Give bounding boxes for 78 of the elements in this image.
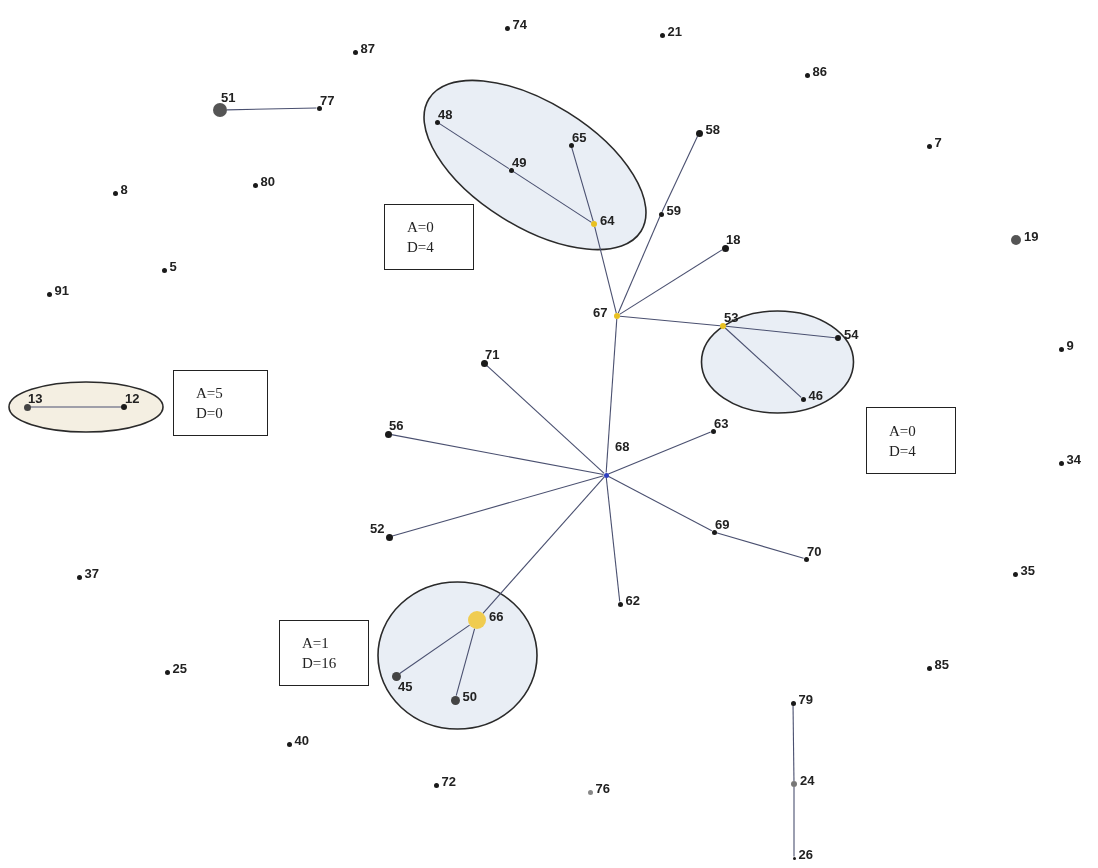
vertex-label: 51 — [221, 90, 236, 105]
vertex-label: 13 — [28, 390, 43, 406]
vertex-label: 18 — [726, 231, 741, 247]
vertex-label: 53 — [724, 310, 739, 325]
annotation-box: A=5 D=0 — [173, 370, 268, 436]
connector-line — [607, 475, 713, 532]
vertex-label: 26 — [798, 847, 813, 862]
annotation-box: A=0 D=4 — [866, 407, 956, 474]
connector-line — [455, 628, 476, 697]
vertex-label: 85 — [934, 657, 949, 672]
vertex-label: 40 — [294, 733, 309, 748]
connector-line — [482, 476, 605, 614]
cluster-ellipse — [377, 581, 538, 730]
vertex-label: 9 — [1066, 338, 1074, 353]
annotation-box: A=1 D=16 — [279, 620, 369, 686]
connector-line — [661, 135, 699, 213]
vertex-label: 24 — [800, 773, 815, 788]
connector-line — [438, 122, 510, 170]
vertex-label: 76 — [595, 781, 610, 796]
vertex-label: 62 — [625, 593, 640, 608]
connector-line — [605, 476, 621, 603]
annotation-box: A=0 D=4 — [384, 204, 474, 270]
vertex-label: 34 — [1066, 452, 1081, 467]
vertex-label: 77 — [320, 92, 335, 108]
connector-line — [512, 170, 593, 223]
vertex-label: 25 — [172, 661, 187, 676]
vertex-label: 66 — [489, 609, 504, 624]
vertex-label: 70 — [807, 543, 822, 559]
vertex-label: 12 — [125, 391, 140, 406]
vertex-label: 52 — [370, 520, 385, 536]
connector-line — [605, 318, 618, 474]
connector-line — [399, 624, 471, 674]
vertex-label: 86 — [812, 64, 827, 79]
vertex-label: 63 — [714, 415, 729, 431]
connector-line — [391, 475, 605, 537]
vertex-label: 48 — [438, 106, 453, 122]
vertex-label: 79 — [798, 692, 813, 707]
vertex-label: 68 — [615, 439, 630, 454]
connector-line — [725, 325, 836, 339]
vertex-label: 69 — [715, 516, 730, 532]
connector-line — [792, 704, 795, 782]
vertex-label: 21 — [667, 24, 682, 39]
vertex-label: 54 — [844, 327, 859, 342]
connector-line — [486, 364, 605, 474]
vertex-label: 8 — [120, 182, 128, 197]
vertex-label: 35 — [1020, 563, 1035, 578]
connector-line — [724, 327, 802, 398]
vertex-label: 71 — [485, 346, 500, 362]
vertex-label: 87 — [360, 41, 375, 56]
vertex-label: 59 — [666, 203, 681, 218]
connector-line — [226, 107, 318, 111]
connector-line — [619, 315, 721, 327]
connector-line — [619, 249, 723, 315]
connector-line — [571, 146, 594, 222]
vertex-label: 50 — [462, 689, 477, 704]
vertex-label: 19 — [1024, 229, 1039, 244]
vertex-label: 45 — [398, 679, 413, 694]
vertex-label: 7 — [934, 135, 942, 150]
vertex-label: 72 — [441, 774, 456, 789]
vertex-label: 37 — [84, 566, 99, 581]
vertex-label: 46 — [808, 388, 823, 403]
vertex-label: 74 — [512, 17, 527, 32]
connector-line — [793, 786, 795, 858]
vertex-label: 67 — [593, 305, 608, 320]
vertex-label: 80 — [260, 174, 275, 189]
connector-line — [607, 431, 712, 475]
cluster-ellipse — [8, 381, 164, 433]
vertex-label: 49 — [512, 154, 527, 170]
vertex-label: 65 — [572, 129, 587, 145]
connector-line — [390, 434, 605, 476]
vertex-label: 91 — [54, 283, 69, 298]
connector-line — [594, 226, 617, 314]
connector-line — [617, 215, 661, 314]
vertex-label: 56 — [389, 417, 404, 433]
vertex-label: 58 — [705, 122, 720, 137]
vertex-label: 64 — [600, 213, 615, 228]
vertex-label: 5 — [169, 259, 177, 274]
connector-line — [715, 532, 805, 559]
